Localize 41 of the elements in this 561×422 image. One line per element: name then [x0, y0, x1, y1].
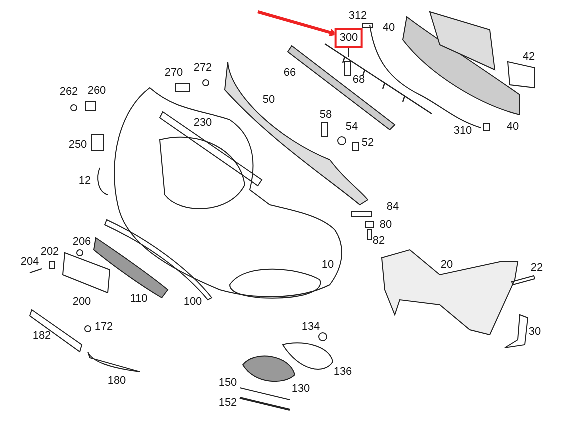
callout-number: 40 [382, 22, 396, 34]
callout-number: 82 [372, 235, 386, 247]
callout-number: 136 [334, 366, 352, 378]
callout-number: 58 [320, 109, 332, 121]
callout-number: 30 [528, 326, 542, 338]
callout-number: 310 [454, 125, 472, 137]
callout-number: 68 [352, 74, 366, 86]
callout-number: 100 [184, 296, 202, 308]
callout-number: 172 [94, 321, 114, 333]
callout-number: 84 [386, 201, 400, 213]
highlighted-callout-number: 300 [334, 28, 364, 48]
callout-number: 250 [68, 139, 88, 151]
callout-number: 50 [262, 94, 276, 106]
callout-number: 152 [218, 397, 238, 409]
callout-number: 150 [218, 377, 238, 389]
callout-number: 20 [440, 259, 454, 271]
callout-number: 204 [20, 256, 40, 268]
callout-number: 110 [130, 293, 148, 305]
callout-number: 260 [88, 85, 106, 97]
callout-number: 40 [506, 121, 520, 133]
callout-number: 182 [32, 330, 52, 342]
callout-number: 200 [72, 296, 92, 308]
callout-number: 312 [348, 10, 368, 22]
callout-number: 52 [362, 137, 374, 149]
callout-number: 22 [530, 262, 544, 274]
callout-number: 262 [60, 86, 78, 98]
callout-number: 54 [346, 121, 358, 133]
callout-number: 180 [108, 375, 126, 387]
callout-number: 80 [380, 219, 392, 231]
callout-number: 206 [72, 236, 92, 248]
callout-number: 270 [164, 67, 184, 79]
callout-number: 230 [194, 117, 212, 129]
callout-number: 272 [194, 62, 212, 74]
callout-number: 202 [40, 246, 60, 258]
callout-number: 10 [322, 259, 334, 271]
callout-number: 42 [522, 51, 536, 63]
callout-number: 66 [284, 67, 296, 79]
callout-number: 130 [292, 383, 310, 395]
callout-number: 134 [302, 321, 320, 333]
leader-line [348, 48, 350, 58]
callout-number: 12 [78, 175, 92, 187]
